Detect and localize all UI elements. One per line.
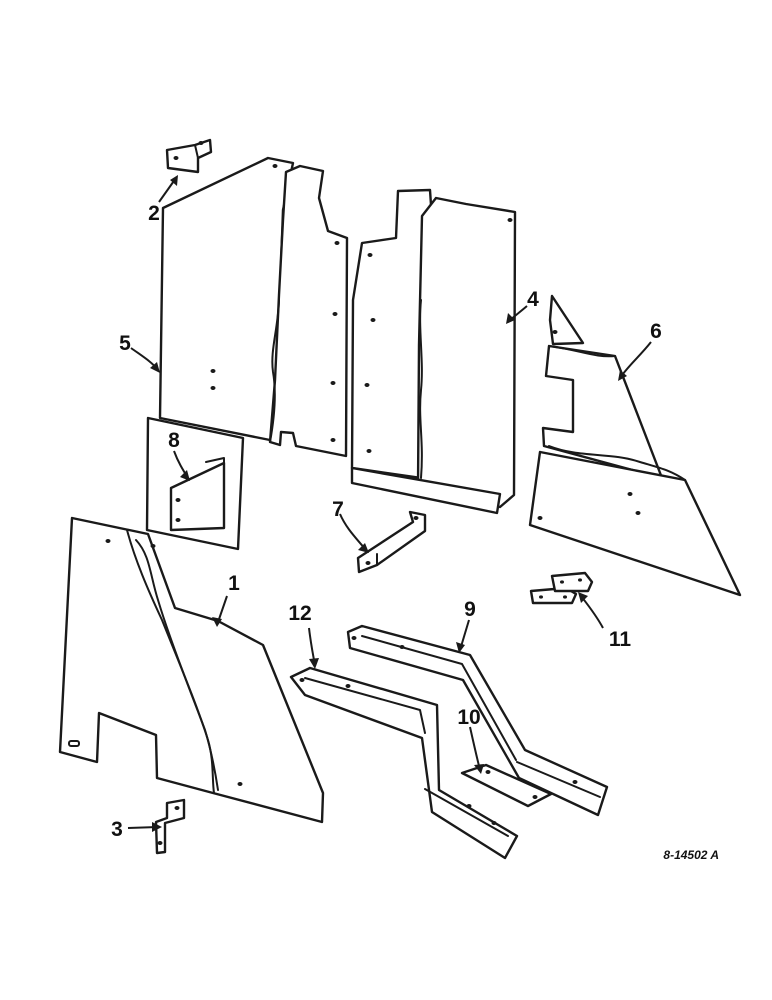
part-11-brackets: [529, 571, 594, 605]
callout-2: 2: [148, 202, 160, 225]
part-7-bracket: [356, 510, 427, 574]
callout-labels: 1 2 3 4 5 6 7 8 9 10 11 12: [111, 202, 662, 841]
callout-4: 4: [527, 288, 539, 311]
callout-5: 5: [119, 332, 131, 355]
part-2-bracket: [165, 138, 213, 174]
callout-6: 6: [650, 320, 662, 343]
callout-9: 9: [464, 598, 476, 621]
callout-8: 8: [168, 429, 180, 452]
callout-12: 12: [288, 602, 311, 625]
part-9-channel: [346, 624, 609, 817]
callout-7: 7: [332, 498, 344, 521]
callout-11: 11: [609, 628, 632, 651]
part-1-panel: [58, 516, 325, 824]
callout-1: 1: [228, 572, 240, 595]
callout-10: 10: [457, 706, 480, 729]
part-6-panel: [528, 294, 742, 597]
figure-id: 8-14502 A: [663, 848, 719, 862]
part-8-plate: [145, 416, 245, 551]
part-3-bracket: [154, 798, 186, 855]
leader-lines: [127, 175, 652, 832]
callout-3: 3: [111, 818, 123, 841]
part-5-panel: [158, 156, 349, 458]
part-12-channel: [289, 666, 519, 860]
part-4-panel: [350, 188, 517, 515]
